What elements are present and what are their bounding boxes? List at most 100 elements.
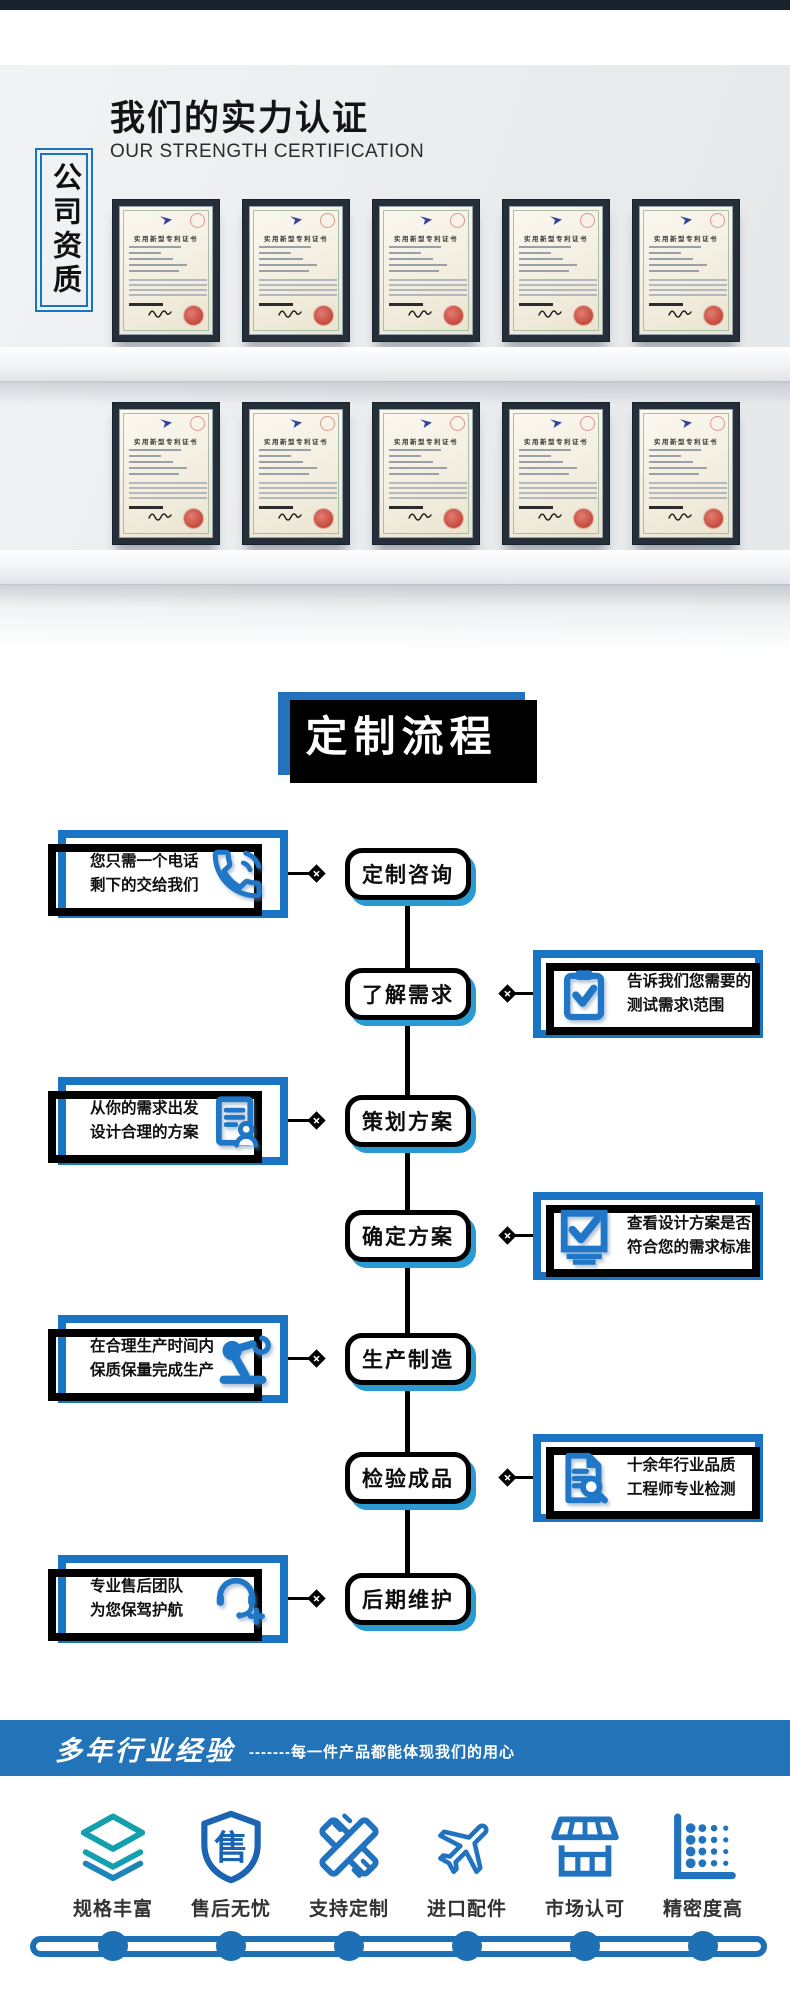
connector-line [514,1234,536,1237]
stamp-ring-icon [580,416,595,431]
process-title-box: 定制流程 [278,692,537,783]
certification-section: 我们的实力认证 OUR STRENGTH CERTIFICATION 公司资质 … [0,65,790,650]
experience-banner: 多年行业经验 -------每一件产品都能体现我们的用心 [0,1720,790,1776]
patent-office-logo-icon [550,216,562,225]
red-seal-icon [184,509,203,528]
feature-label: 精密度高 [662,1899,743,1920]
certificate-paper: 实用新型专利证书 [119,409,213,538]
certificate-title: 实用新型专利证书 [654,439,718,446]
diamond-connector-icon [498,1226,517,1245]
feature-label: 规格丰富 [72,1899,153,1920]
certificate-paper: 实用新型专利证书 [249,409,343,538]
certificate-divider [259,506,293,509]
note-box-2: 告诉我们您需要的测试需求\范围 [533,950,763,1038]
certificate-body-lines [510,482,602,502]
note-text: 从你的需求出发设计合理的方案 [90,1099,199,1141]
progress-track [30,1936,767,1957]
certificate-paper: 实用新型专利证书 [379,409,473,538]
certificate-divider [259,303,293,306]
patent-office-logo-icon [420,419,432,428]
connector-line [287,1119,315,1122]
banner-tagline: -------每一件产品都能体现我们的用心 [249,1743,515,1761]
patent-office-logo-icon [680,419,692,428]
certificate-meta-lines [380,246,472,276]
certificate-frame: 实用新型专利证书 [112,199,220,342]
red-seal-icon [704,306,723,325]
red-seal-icon [314,306,333,325]
certificate-meta-lines [640,246,732,276]
certificate-meta-lines [510,246,602,276]
connector-line [287,872,315,875]
signature-icon [148,513,172,521]
feature-customization: 支持定制 [293,1808,405,1921]
document-search-icon [555,1449,613,1507]
note-text: 十余年行业品质工程师专业检测 [627,1456,736,1498]
certificate-frame: 实用新型专利证书 [242,402,350,545]
flow-node-5: 生产制造 [345,1333,471,1385]
phone-icon [208,845,266,903]
connector-line [287,1597,315,1600]
certificate-meta-lines [250,449,342,479]
progress-dot [570,1931,600,1961]
signature-icon [408,513,432,521]
certificate-divider [649,303,683,306]
red-seal-icon [184,306,203,325]
progress-dot [216,1931,246,1961]
diamond-connector-icon [498,1468,517,1487]
certificate-paper: 实用新型专利证书 [249,206,343,335]
note-text: 专业售后团队为您保驾护航 [90,1577,184,1619]
diamond-connector-icon [498,984,517,1003]
signature-icon [278,310,302,318]
section-subtitle: OUR STRENGTH CERTIFICATION [110,141,425,162]
certificate-meta-lines [510,449,602,479]
diamond-connector-icon [307,1589,326,1608]
certificate-title: 实用新型专利证书 [264,236,328,243]
certificate-body-lines [380,279,472,299]
certificate-shelf-row: 实用新型专利证书 实用新型专利证书 实用新型专利 [112,199,740,342]
clipboard-check-icon [555,965,613,1023]
certificate-paper: 实用新型专利证书 [379,206,473,335]
feature-specs: 规格丰富 [57,1808,169,1921]
certificate-body-lines [120,482,212,502]
certificate-frame: 实用新型专利证书 [372,402,480,545]
note-box-4: 查看设计方案是否符合您的需求标准 [533,1192,763,1280]
certificate-meta-lines [250,246,342,276]
feature-label: 市场认可 [544,1899,625,1920]
patent-office-logo-icon [420,216,432,225]
stamp-ring-icon [450,213,465,228]
flow-node-2: 了解需求 [345,968,471,1020]
certificate-meta-lines [120,449,212,479]
certificate-divider [519,506,553,509]
note-text: 在合理生产时间内保质保量完成生产 [90,1337,215,1379]
plane-icon [428,1808,506,1886]
process-title: 定制流程 [305,713,498,760]
certificate-body-lines [640,279,732,299]
certificate-body-lines [250,279,342,299]
feature-label: 售后无忧 [190,1899,271,1920]
feature-imported-parts: 进口配件 [411,1808,523,1921]
shelf-board [0,347,790,405]
red-seal-icon [574,306,593,325]
certificate-body-lines [640,482,732,502]
progress-dot [98,1931,128,1961]
connector-line [514,1476,536,1479]
patent-office-logo-icon [160,419,172,428]
note-text: 查看设计方案是否符合您的需求标准 [627,1214,752,1256]
progress-dot [334,1931,364,1961]
shield-sale-icon: 售 [192,1808,270,1886]
certificate-divider [129,506,163,509]
red-seal-icon [444,509,463,528]
diamond-connector-icon [307,1111,326,1130]
stamp-ring-icon [190,213,205,228]
customer-service-icon [208,1570,266,1628]
certificate-frame: 实用新型专利证书 [632,199,740,342]
layers-icon [74,1808,152,1886]
certificate-body-lines [510,279,602,299]
company-qualification-tab: 公司资质 [35,148,93,312]
diamond-connector-icon [307,1349,326,1368]
stamp-ring-icon [710,416,725,431]
certificate-frame: 实用新型专利证书 [502,402,610,545]
feature-label: 支持定制 [308,1899,389,1920]
certificate-divider [519,303,553,306]
